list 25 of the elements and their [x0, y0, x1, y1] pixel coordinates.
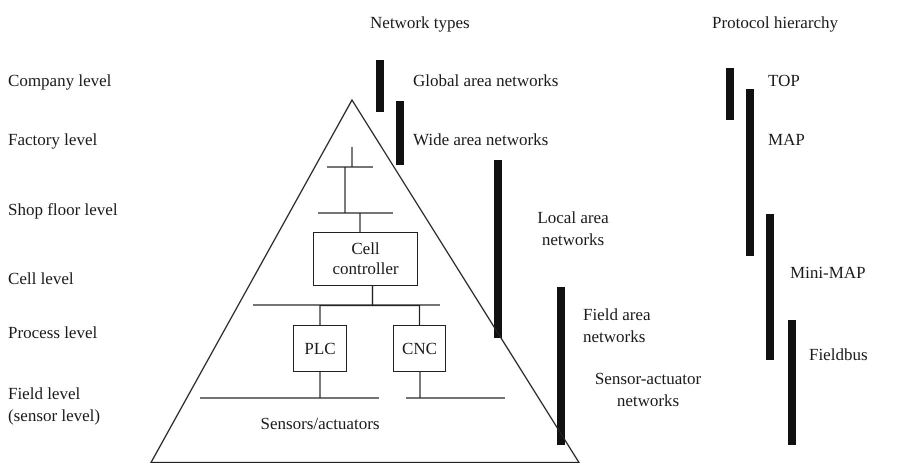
level-label: Network types [370, 12, 471, 34]
level-label: Field level (sensor level) [8, 383, 102, 427]
device-box [393, 325, 446, 372]
level-label: Sensor-actuator networks [594, 368, 702, 412]
connector-line [372, 286, 420, 325]
level-label: Cell level [8, 268, 75, 290]
level-label: Fieldbus [809, 344, 869, 366]
level-label: Process level [8, 322, 98, 344]
level-label: TOP [768, 70, 801, 92]
device-box [293, 325, 347, 372]
node-label: Cell controller [332, 239, 399, 279]
level-label: Sensors/actuators [260, 413, 380, 435]
device-box [313, 232, 418, 286]
level-label: Factory level [8, 129, 98, 151]
level-label: Company level [8, 70, 112, 92]
level-label: Field area networks [583, 304, 652, 348]
level-label: Protocol hierarchy [712, 12, 840, 34]
level-label: Mini-MAP [790, 262, 867, 284]
level-label: Shop floor level [8, 199, 119, 221]
level-label: Global area networks [413, 70, 560, 92]
node-label: CNC [402, 338, 437, 358]
level-label: MAP [768, 129, 806, 151]
node-label: PLC [304, 338, 336, 358]
level-label: Wide area networks [413, 129, 550, 151]
level-label: Local area networks [536, 207, 610, 251]
